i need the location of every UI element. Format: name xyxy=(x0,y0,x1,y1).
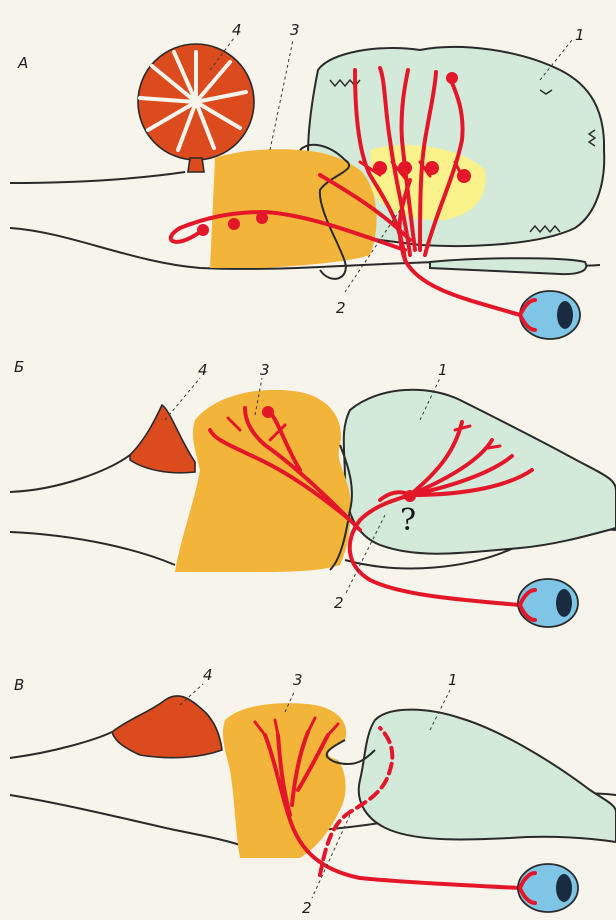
panel-a: А xyxy=(10,21,604,339)
panel-a-tectum xyxy=(210,149,377,268)
panel-c-label-1: 1 xyxy=(448,671,458,689)
panel-b-question-mark: ? xyxy=(400,503,416,538)
panel-a-label-3: 3 xyxy=(290,21,300,39)
panel-c: В 1 2 3 4 xyxy=(10,666,616,917)
panel-a-cerebrum-tail xyxy=(430,258,586,274)
panel-c-cerebrum xyxy=(359,710,616,842)
panel-a-eye xyxy=(520,291,580,339)
panel-c-letter: В xyxy=(14,676,24,694)
panel-b-label-2: 2 xyxy=(334,594,344,612)
panel-c-label-2: 2 xyxy=(302,899,312,917)
panel-b-letter: Б xyxy=(14,358,24,376)
panel-b-label-3: 3 xyxy=(260,361,270,379)
panel-c-eye xyxy=(518,864,578,912)
panel-a-label-4: 4 xyxy=(232,21,242,39)
panel-a-label-1: 1 xyxy=(575,26,585,44)
panel-b-label-4: 4 xyxy=(198,361,208,379)
panel-b-cerebrum xyxy=(344,390,616,554)
panel-b-tectum xyxy=(175,390,351,572)
panel-a-letter: А xyxy=(17,54,28,72)
panel-c-label-4: 4 xyxy=(203,666,213,684)
panel-b-eye xyxy=(518,579,578,627)
panel-b-olfactory-bulb xyxy=(130,405,195,473)
panel-c-olfactory-bulb xyxy=(112,696,222,758)
panel-b: Б ? 1 2 3 xyxy=(10,358,616,627)
panel-a-label-2: 2 xyxy=(336,299,346,317)
panel-c-label-3: 3 xyxy=(293,671,303,689)
panel-b-label-1: 1 xyxy=(438,361,448,379)
